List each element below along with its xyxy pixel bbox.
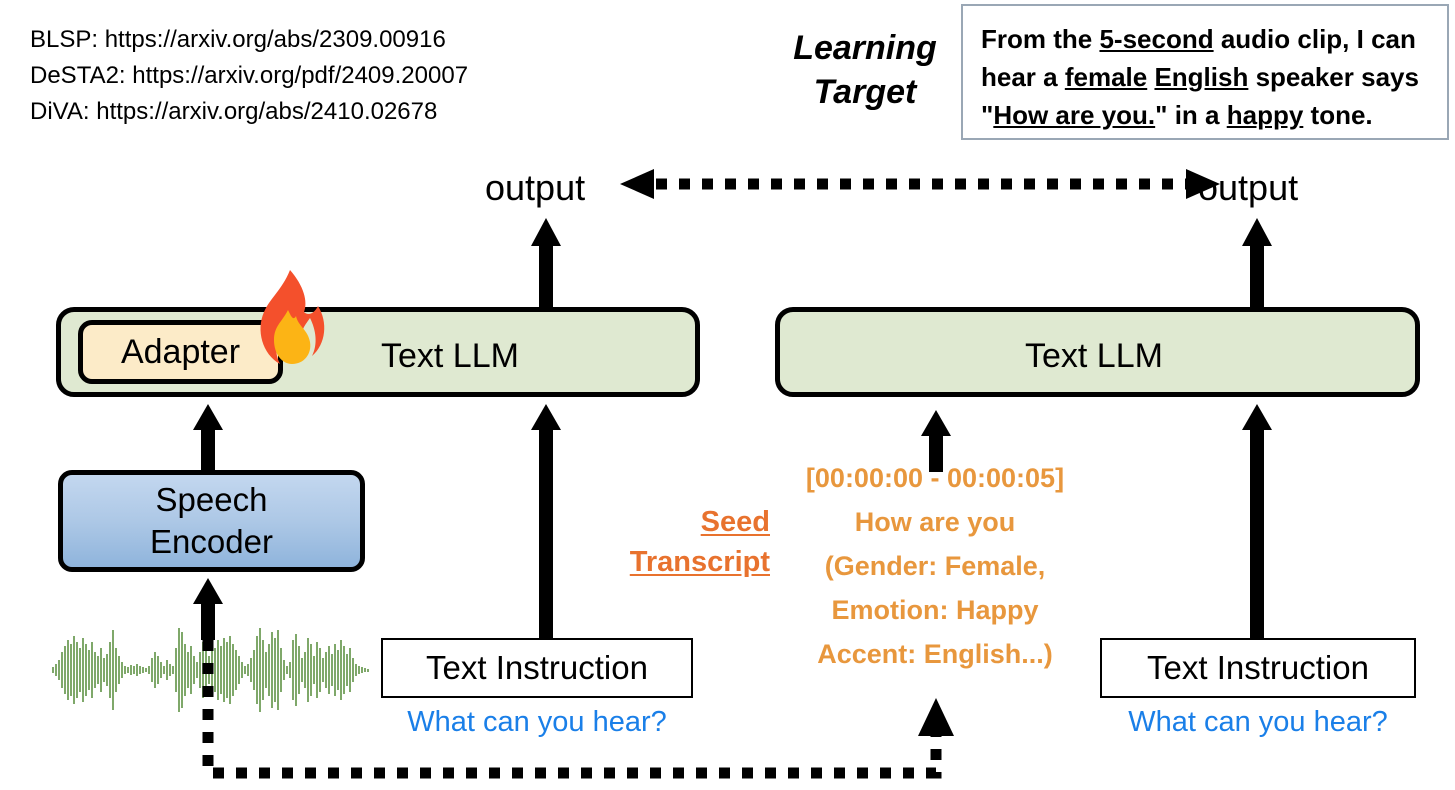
audio-to-transcript-dotted-path <box>180 640 960 790</box>
left-instruction-to-llm-arrow <box>528 404 564 638</box>
lt-l1-highlight-duration: 5-second <box>1099 24 1214 54</box>
lt-l1-c: audio clip, I can <box>1213 24 1416 54</box>
right-llm-to-output-arrow <box>1239 218 1275 313</box>
left-llm-to-output-arrow <box>528 218 564 313</box>
seed-transcript-label-line2: Transcript <box>629 546 770 578</box>
adapter-box: Adapter <box>78 320 283 384</box>
left-text-instruction-caption: What can you hear? <box>407 706 667 738</box>
speech-encoder-label-line2: Encoder <box>150 523 273 560</box>
lt-l2-a: hear a <box>981 62 1065 92</box>
seed-transcript-text: [00:00:00 - 00:00:05] How are you (Gende… <box>755 456 1115 676</box>
left-text-instruction-box: Text Instruction <box>381 638 693 698</box>
audio-waveform <box>50 622 370 718</box>
left-text-instruction-label: Text Instruction <box>426 649 648 686</box>
speech-encoder-label-line1: Speech <box>155 481 268 518</box>
seed-transcript-line-3: Emotion: Happy <box>831 595 1039 625</box>
lt-l3-a: " <box>981 100 994 130</box>
left-output-label: output <box>485 167 586 208</box>
seed-transcript-line-1: How are you <box>854 507 1016 537</box>
learning-target-label: Learning Target <box>770 26 960 114</box>
right-text-instruction-caption: What can you hear? <box>1128 706 1388 738</box>
right-text-llm-box: Text LLM <box>775 307 1420 397</box>
lt-l2-highlight-gender: female <box>1064 62 1148 92</box>
learning-target-text-line2: hear a female English speaker says <box>981 58 1431 96</box>
learning-target-box: From the 5-second audio clip, I can hear… <box>961 4 1449 140</box>
left-text-llm-label: Text LLM <box>381 337 519 375</box>
lt-l3-e: tone. <box>1303 100 1373 130</box>
learning-target-text-line3: "How are you." in a happy tone. <box>981 96 1431 134</box>
right-instruction-to-llm-arrow <box>1239 404 1275 638</box>
lt-l2-highlight-accent: English <box>1154 62 1249 92</box>
reference-links: BLSP: https://arxiv.org/abs/2309.00916 D… <box>30 22 468 130</box>
output-equivalence-arrow <box>620 165 1220 205</box>
lt-l3-c: " in a <box>1155 100 1227 130</box>
speech-encoder-box: Speech Encoder <box>58 470 365 572</box>
seed-transcript-label-line1: Seed <box>700 506 770 538</box>
seed-transcript-label: Seed Transcript <box>575 502 770 582</box>
lt-l1-a: From the <box>981 24 1100 54</box>
encoder-to-llm-arrow <box>190 404 226 472</box>
lt-l3-highlight-emotion: happy <box>1226 100 1304 130</box>
adapter-label: Adapter <box>120 332 241 371</box>
learning-target-label-line1: Learning <box>793 29 937 67</box>
audio-to-encoder-arrow <box>190 578 226 640</box>
seed-transcript-line-2: (Gender: Female, <box>824 551 1046 581</box>
right-text-llm-label: Text LLM <box>1025 337 1163 375</box>
fire-icon <box>252 268 325 378</box>
right-text-instruction-label: Text Instruction <box>1147 649 1369 686</box>
learning-target-label-line2: Target <box>813 73 917 111</box>
reference-link-diva: DiVA: https://arxiv.org/abs/2410.02678 <box>30 98 438 125</box>
reference-link-blsp: BLSP: https://arxiv.org/abs/2309.00916 <box>30 26 446 53</box>
lt-l2-e: speaker says <box>1248 62 1419 92</box>
reference-link-desta2: DeSTA2: https://arxiv.org/pdf/2409.20007 <box>30 62 469 89</box>
learning-target-text: From the 5-second audio clip, I can hear… <box>963 6 1447 134</box>
lt-l3-highlight-transcript: How are you. <box>993 100 1156 130</box>
learning-target-text-line1: From the 5-second audio clip, I can <box>981 20 1431 58</box>
right-output-label: output <box>1198 167 1299 208</box>
transcript-to-llm-arrow <box>918 410 954 472</box>
right-text-instruction-box: Text Instruction <box>1100 638 1416 698</box>
seed-transcript-line-4: Accent: English...) <box>817 639 1053 669</box>
